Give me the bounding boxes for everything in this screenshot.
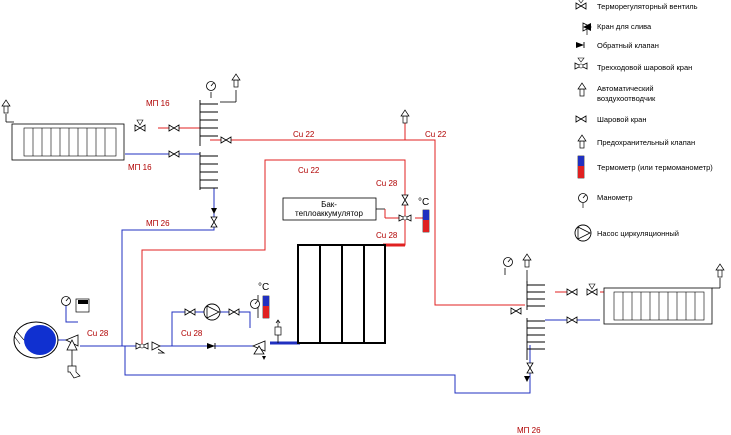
label-cu22-a: Cu 22 bbox=[293, 130, 315, 139]
legend-label: Автоматический bbox=[597, 84, 654, 93]
legend-three-way-icon bbox=[574, 57, 588, 70]
tank-label-1: Бак- bbox=[321, 200, 337, 209]
legend-label: Трехходовой шаровой кран bbox=[597, 63, 692, 72]
heat-exchanger[interactable] bbox=[297, 244, 386, 344]
legend-pump-icon bbox=[574, 224, 592, 242]
legend: Терморегуляторный вентиль Кран для слива… bbox=[574, 0, 713, 242]
ball-valve-icon[interactable] bbox=[401, 194, 409, 206]
manometer-icon bbox=[503, 257, 513, 267]
three-way-valve-icon[interactable] bbox=[398, 214, 412, 222]
thermo-valve-icon[interactable] bbox=[134, 119, 146, 132]
ball-valve-icon[interactable] bbox=[566, 316, 578, 324]
safety-valve-icon bbox=[274, 319, 282, 336]
three-way-valve-icon[interactable] bbox=[65, 334, 81, 379]
legend-label: Термометр (или термоманометр) bbox=[597, 163, 713, 172]
manifold-top bbox=[199, 100, 218, 190]
legend-thermo-valve-icon bbox=[575, 0, 587, 10]
ball-valve-icon[interactable] bbox=[526, 362, 534, 374]
air-vent-icon bbox=[400, 109, 410, 124]
heat-storage-tank[interactable]: Бак- теплоаккумулятор bbox=[282, 197, 377, 221]
legend-safety-valve-icon bbox=[577, 134, 587, 149]
legend-label: воздухоотводчик bbox=[597, 94, 656, 103]
manometer-icon bbox=[61, 296, 71, 306]
label-mp26-bottom: МП 26 bbox=[517, 426, 541, 435]
legend-label: Манометр bbox=[597, 193, 633, 202]
label-cu22-c: Cu 22 bbox=[298, 166, 320, 175]
drain-valve-icon[interactable] bbox=[151, 341, 166, 354]
ball-valve-icon[interactable] bbox=[168, 150, 180, 158]
boiler-tank[interactable] bbox=[13, 321, 59, 359]
label-cu28-d: Cu 28 bbox=[87, 329, 109, 338]
legend-drain-valve-icon bbox=[582, 22, 592, 35]
legend-thermometer-icon bbox=[577, 155, 585, 179]
legend-label: Шаровой кран bbox=[597, 115, 647, 124]
ball-valve-icon[interactable] bbox=[168, 124, 180, 132]
safety-valve-icon bbox=[75, 298, 90, 313]
legend-check-valve-icon bbox=[575, 41, 585, 49]
check-valve-icon bbox=[524, 376, 530, 382]
label-cu28-b: Cu 28 bbox=[376, 231, 398, 240]
thermo-valve-icon[interactable] bbox=[586, 283, 598, 296]
legend-label: Обратный клапан bbox=[597, 41, 659, 50]
label-deg-c-2: °C bbox=[258, 282, 269, 293]
legend-ball-valve-icon bbox=[575, 115, 587, 123]
pump-icon[interactable] bbox=[203, 303, 221, 321]
ball-valve-icon[interactable] bbox=[566, 288, 578, 296]
ball-valve-icon[interactable] bbox=[220, 136, 232, 144]
label-cu28-a: Cu 28 bbox=[376, 179, 398, 188]
check-valve-icon bbox=[206, 342, 216, 350]
radiator-right[interactable] bbox=[603, 287, 713, 325]
three-way-valve-icon[interactable] bbox=[251, 340, 266, 360]
tank-label-2: теплоаккумулятор bbox=[295, 209, 363, 218]
legend-label: Терморегуляторный вентиль bbox=[597, 2, 698, 11]
label-mp16-bottom: МП 16 bbox=[128, 163, 152, 172]
air-vent-icon bbox=[1, 99, 11, 114]
thermometer-icon bbox=[422, 209, 430, 233]
air-vent-icon bbox=[231, 73, 241, 88]
label-mp16-top: МП 16 bbox=[146, 99, 170, 108]
legend-air-vent-icon bbox=[577, 82, 587, 97]
legend-label: Предохранительный клапан bbox=[597, 138, 695, 147]
radiator-left[interactable] bbox=[11, 123, 125, 161]
manifold-right bbox=[526, 281, 545, 360]
label-mp26-left: МП 26 bbox=[146, 219, 170, 228]
ball-valve-icon[interactable] bbox=[228, 308, 240, 316]
manometer-icon bbox=[206, 81, 216, 91]
ball-valve-icon[interactable] bbox=[184, 308, 196, 316]
legend-label: Кран для слива bbox=[597, 22, 652, 31]
manometer-icon bbox=[250, 299, 260, 309]
check-valve-icon bbox=[211, 208, 217, 214]
label-cu28-c: Cu 28 bbox=[181, 329, 203, 338]
ball-valve-icon[interactable] bbox=[510, 307, 522, 315]
air-vent-icon bbox=[715, 263, 725, 278]
legend-label: Насос циркуляционный bbox=[597, 229, 679, 238]
thermometer-icon bbox=[262, 295, 270, 319]
air-vent-icon bbox=[522, 253, 532, 268]
three-way-valve-icon[interactable] bbox=[135, 342, 149, 350]
ball-valve-icon[interactable] bbox=[210, 216, 218, 228]
label-deg-c-1: °C bbox=[418, 197, 429, 208]
label-cu22-b: Cu 22 bbox=[425, 130, 447, 139]
legend-manometer-icon bbox=[578, 193, 588, 203]
